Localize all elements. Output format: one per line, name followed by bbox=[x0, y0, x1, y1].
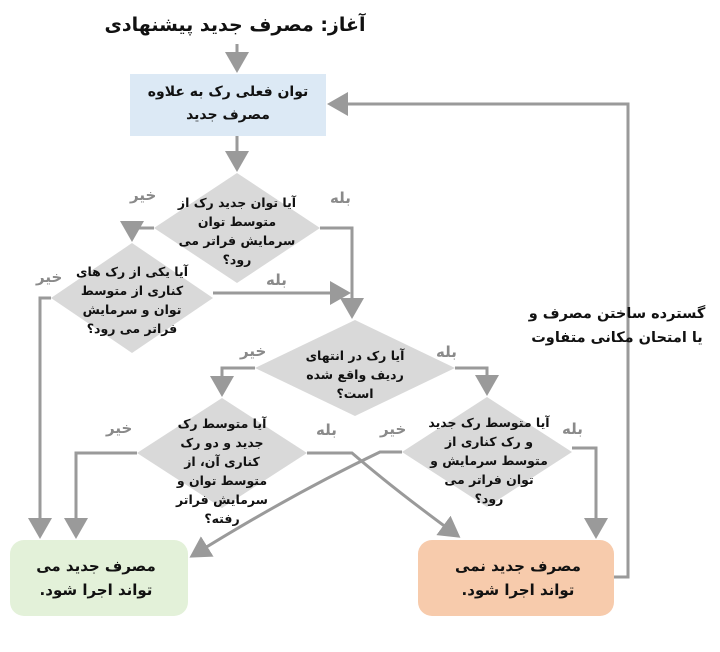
arrow-q1-yes-to-q3 bbox=[320, 226, 364, 319]
arrow-q4-yes-to-outcome-no bbox=[307, 451, 461, 538]
decision-q2-label: آیا یکی از رک های کناری از متوسط توان و … bbox=[76, 264, 188, 336]
edge-label-q5-yes: بله bbox=[562, 420, 583, 438]
arrow-q4-no-to-outcome-yes bbox=[64, 451, 137, 539]
edge-label-q2-no: خیر bbox=[36, 268, 63, 286]
arrow-q2-no-to-outcome-yes bbox=[28, 296, 52, 539]
outcome-no-box bbox=[418, 540, 614, 616]
decision-q5 bbox=[402, 397, 572, 507]
arrow-q3-no-to-q4 bbox=[210, 366, 255, 397]
arrow-loop-back-to-start bbox=[327, 92, 630, 579]
decision-q4 bbox=[137, 398, 307, 508]
decision-q2 bbox=[51, 243, 213, 353]
arrow-q3-yes-to-q5 bbox=[455, 366, 499, 396]
edge-label-q4-no: خیر bbox=[106, 419, 133, 437]
outcome-yes-box bbox=[10, 540, 188, 616]
edge-label-q4-yes: بله bbox=[316, 421, 337, 439]
decision-q3-label: آیا رک در انتهای ردیف واقع شده است؟ bbox=[305, 348, 405, 401]
edge-label-q5-no: خیر bbox=[380, 420, 407, 438]
outcome-no-label: مصرف جدید نمی تواند اجرا شود. bbox=[455, 557, 581, 599]
outcome-yes-label: مصرف جدید می تواند اجرا شود. bbox=[36, 557, 156, 599]
loop-note-label: گسترده ساختن مصرف و یا امتحان مکانی متفا… bbox=[528, 306, 706, 346]
start-box-label: توان فعلی رک به علاوه مصرف جدید bbox=[147, 84, 309, 123]
decision-q1-label: آیا توان جدید رک از متوسط توان سرمایش فر… bbox=[177, 195, 297, 267]
flowchart-title: آغاز: مصرف جدید پیشنهادی bbox=[104, 14, 366, 36]
edge-label-q1-no: خیر bbox=[130, 186, 157, 204]
start-box bbox=[130, 74, 326, 136]
arrow-q5-yes-to-outcome-no bbox=[572, 446, 608, 539]
edge-label-q2-yes: بله bbox=[266, 271, 287, 289]
arrow-q5-no-to-outcome-yes bbox=[189, 450, 402, 558]
edge-label-q3-yes: بله bbox=[436, 343, 457, 361]
edge-label-q3-no: خیر bbox=[240, 342, 267, 360]
edge-label-q1-yes: بله bbox=[330, 189, 351, 207]
decision-q3 bbox=[255, 320, 455, 416]
decision-q5-label: آیا متوسط رک جدید و رک کناری از متوسط سر… bbox=[428, 415, 550, 506]
decision-q4-label: آیا متوسط رک جدید و دو رک کناری آن، از م… bbox=[176, 416, 268, 526]
arrow-q1-no-to-q2 bbox=[120, 221, 154, 242]
decision-q1 bbox=[154, 173, 320, 283]
